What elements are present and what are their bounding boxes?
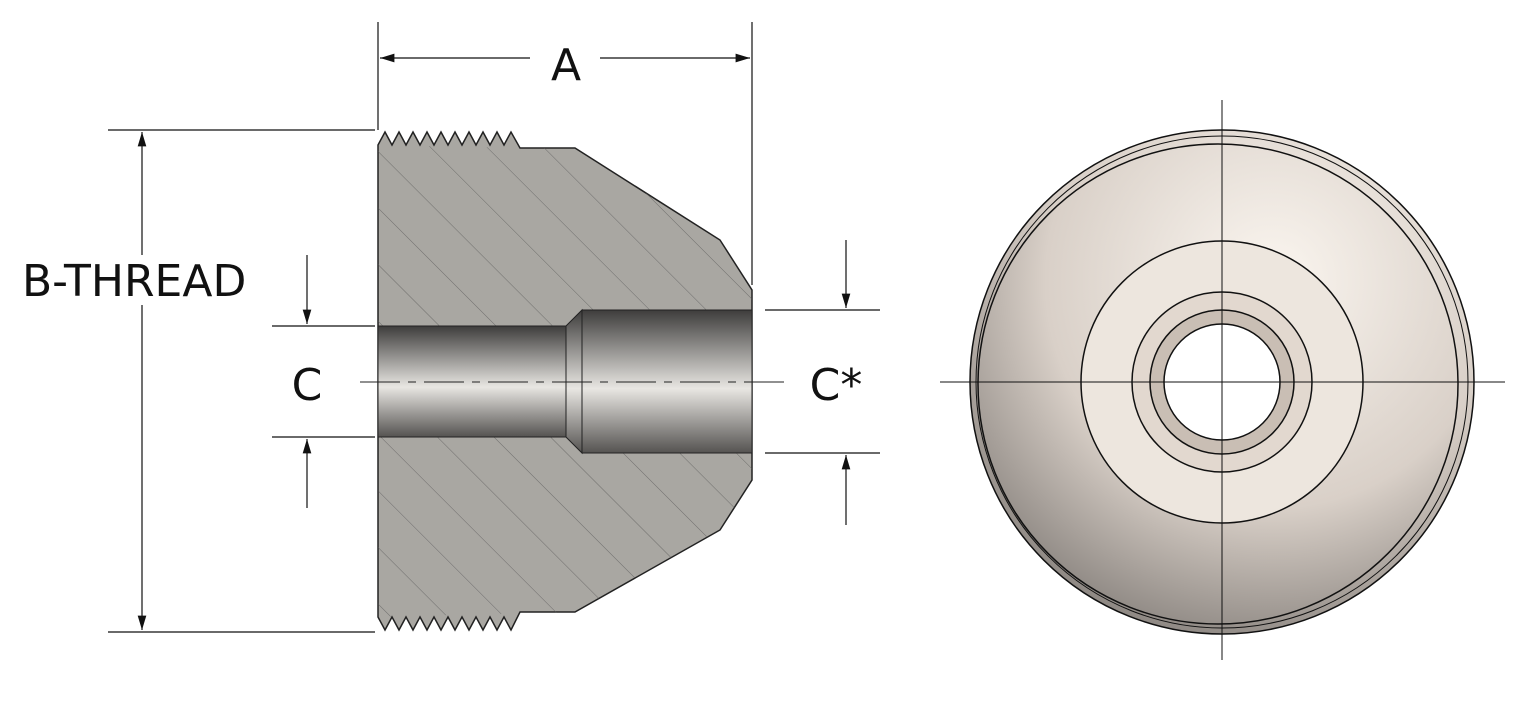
dimension-c-star	[765, 240, 880, 525]
dimension-b-thread-label: B-THREAD	[22, 256, 246, 307]
dimension-c-star-label: C*	[810, 360, 863, 411]
dimension-c	[272, 255, 375, 508]
end-view	[940, 100, 1505, 660]
section-view	[360, 130, 790, 632]
dimension-a-label: A	[551, 40, 581, 91]
dimension-c-label: C	[292, 360, 323, 411]
dimension-a	[377, 22, 753, 285]
dimension-b-thread	[108, 129, 375, 633]
